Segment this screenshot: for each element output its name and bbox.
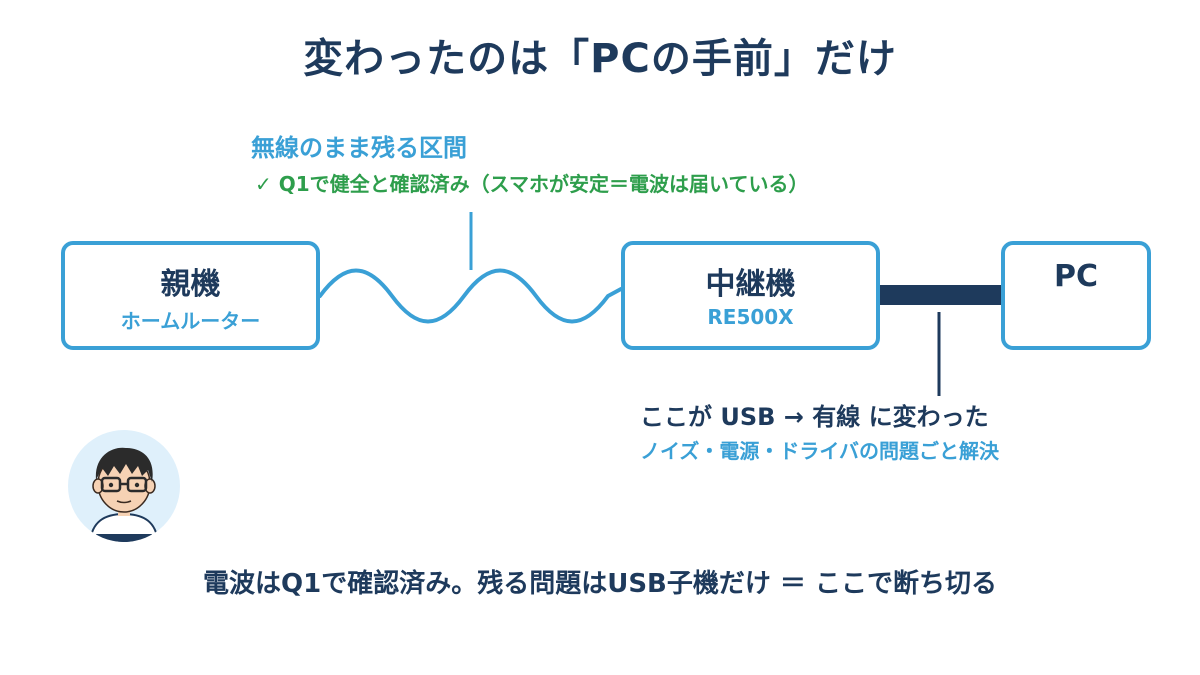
wireless-section-label: 無線のまま残る区間 bbox=[251, 134, 467, 162]
pc-box: PC bbox=[1001, 241, 1151, 350]
repeater-box: 中継機 RE500X bbox=[621, 241, 880, 350]
usb-change-note: ノイズ・電源・ドライバの問題ごと解決 bbox=[640, 439, 999, 463]
router-name: 親機 bbox=[160, 267, 221, 302]
repeater-name: 中継機 bbox=[705, 267, 796, 302]
wireless-wave bbox=[318, 268, 623, 324]
summary-text: 電波はQ1で確認済み。残る問題はUSB子機だけ ＝ ここで断ち切る bbox=[203, 569, 997, 599]
repeater-sub: RE500X bbox=[707, 305, 794, 329]
usb-change-label: ここが USB → 有線 に変わった bbox=[640, 403, 989, 431]
wireless-check-note: ✓ Q1で健全と確認済み（スマホが安定＝電波は届いている） bbox=[255, 172, 809, 196]
pc-name: PC bbox=[1053, 259, 1098, 294]
page-title: 変わったのは「PCの手前」だけ bbox=[303, 36, 897, 82]
router-box: 親機 ホームルーター bbox=[61, 241, 320, 350]
router-sub: ホームルーター bbox=[120, 309, 261, 333]
avatar bbox=[68, 430, 180, 542]
usb-cable bbox=[880, 285, 1001, 305]
